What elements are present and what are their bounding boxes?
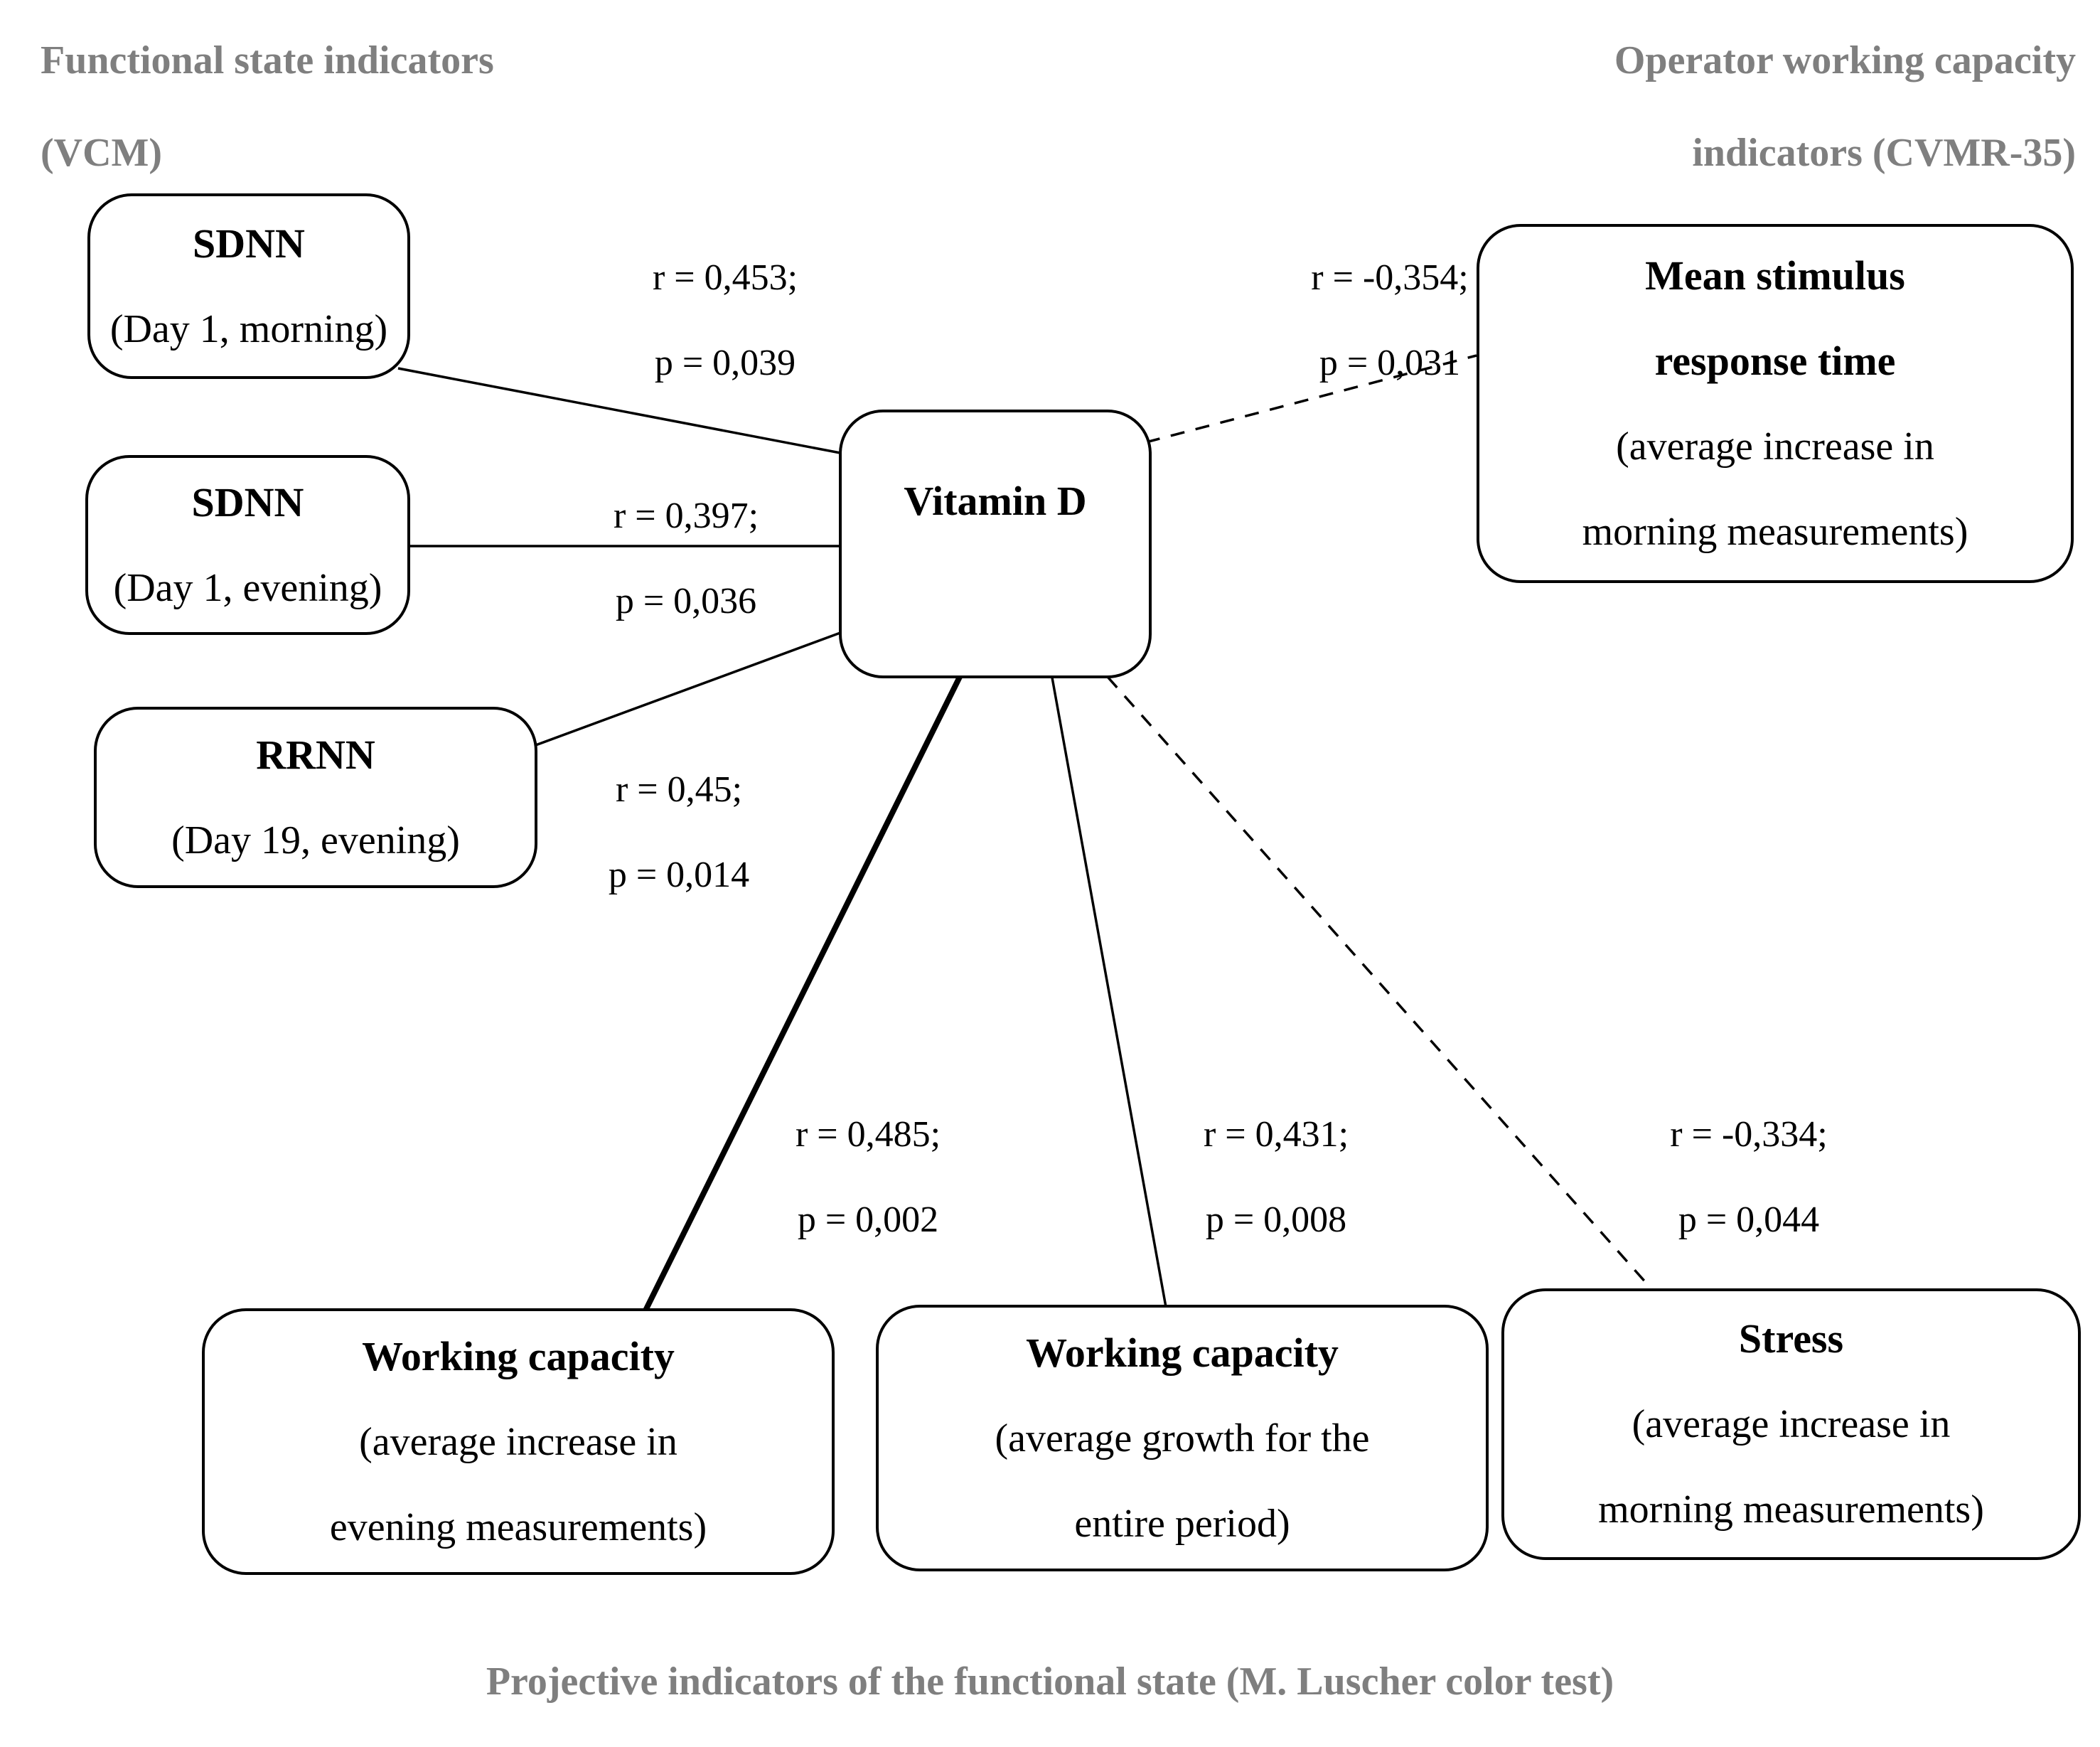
node-working-capacity-period: Working capacity (average growth for the… [876,1305,1489,1571]
node-subtitle-line2: entire period) [1074,1501,1290,1546]
r-value: r = 0,397; [613,496,759,536]
node-sdnn-day1-morning: SDNN (Day 1, morning) [87,193,410,379]
r-value: r = -0,334; [1670,1114,1828,1155]
r-value: r = 0,45; [615,769,743,810]
node-rrnn-day19-evening: RRNN (Day 19, evening) [94,707,537,888]
node-title: Vitamin D [904,478,1087,524]
node-sdnn-day1-evening: SDNN (Day 1, evening) [85,455,410,635]
p-value: p = 0,002 [797,1200,939,1240]
node-working-capacity-evening: Working capacity (average increase in ev… [202,1308,835,1575]
node-subtitle-line1: (average increase in [1632,1402,1951,1446]
edge-line-wc-period [1051,677,1167,1308]
edge-label-wc-evening: r = 0,485; p = 0,002 [758,1092,978,1263]
node-title-line1: Mean stimulus [1645,252,1905,299]
edge-label-stress: r = -0,334; p = 0,044 [1635,1092,1863,1263]
header-functional-state-line1: Functional state indicators [41,38,494,82]
node-title: RRNN [256,731,375,778]
r-value: r = -0,354; [1311,257,1469,298]
node-title: Working capacity [362,1332,675,1379]
edge-label-mean-stimulus: r = -0,354; p = 0,031 [1273,235,1507,406]
p-value: p = 0,014 [608,855,750,895]
header-functional-state-line2: (VCM) [41,131,163,175]
edge-label-rrnn: r = 0,45; p = 0,014 [572,747,786,918]
edge-label-wc-period: r = 0,431; p = 0,008 [1166,1092,1386,1263]
r-value: r = 0,485; [795,1114,941,1155]
edge-label-sdnn-morning: r = 0,453; p = 0,039 [611,235,839,406]
footer-caption: Projective indicators of the functional … [486,1660,1614,1704]
edge-label-sdnn-evening: r = 0,397; p = 0,036 [576,474,796,644]
edge-line-stress [1106,675,1655,1293]
node-subtitle-line2: morning measurements) [1582,509,1968,554]
edge-line-sdnn-morning [397,367,841,454]
node-title: Working capacity [1026,1329,1339,1376]
node-title-line2: response time [1654,337,1896,384]
node-title: SDNN [193,220,305,267]
p-value: p = 0,039 [654,343,796,383]
p-value: p = 0,036 [615,581,757,621]
node-subtitle: (Day 1, evening) [113,565,382,610]
edge-line-wc-evening [643,675,963,1312]
header-functional-state: Functional state indicators (VCM) [41,14,494,199]
p-value: p = 0,044 [1678,1200,1820,1240]
p-value: p = 0,008 [1205,1200,1347,1240]
node-subtitle: (Day 1, morning) [109,306,388,351]
header-operator-capacity-line2: indicators (CVMR-35) [1692,131,2076,175]
node-stress: Stress (average increase in morning meas… [1501,1288,2081,1560]
header-operator-capacity-line1: Operator working capacity [1614,38,2076,82]
r-value: r = 0,453; [652,257,798,298]
header-operator-capacity: Operator working capacity indicators (CV… [1614,14,2076,199]
node-subtitle-line2: evening measurements) [329,1505,707,1549]
node-subtitle-line1: (average increase in [359,1419,677,1464]
edge-line-rrnn [531,631,841,748]
p-value: p = 0,031 [1319,343,1461,383]
node-vitamin-d: Vitamin D [839,410,1152,678]
node-title: SDNN [191,479,304,525]
node-subtitle-line2: morning measurements) [1598,1487,1984,1532]
node-subtitle: (Day 19, evening) [171,818,460,862]
node-subtitle-line1: (average growth for the [995,1416,1370,1460]
node-mean-stimulus-response-time: Mean stimulus response time (average inc… [1477,224,2074,583]
r-value: r = 0,431; [1203,1114,1349,1155]
node-subtitle-line1: (average increase in [1616,424,1934,469]
edge-line-mean-stimulus [1145,354,1477,444]
node-title: Stress [1738,1315,1844,1362]
